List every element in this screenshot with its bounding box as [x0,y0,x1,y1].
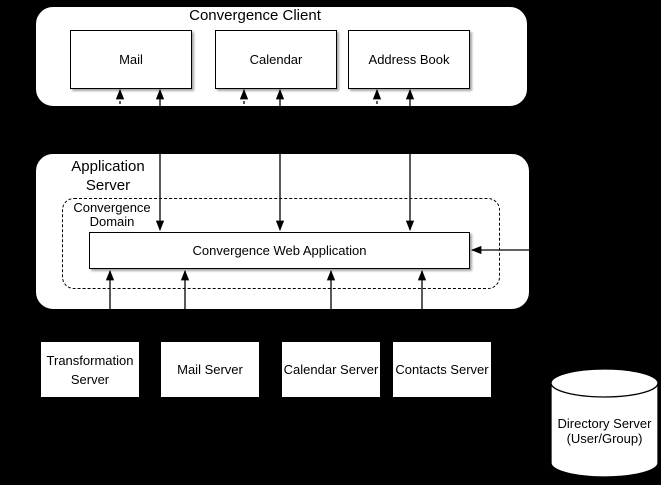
transformation-server-node: Transformation Server [40,341,140,398]
cylinder-top [550,368,659,398]
mail-node: Mail [70,30,192,89]
calendar-server-node: Calendar Server [281,341,381,398]
calendar-node: Calendar [215,30,337,89]
convergence-client-title: Convergence Client [189,7,321,24]
application-server-title: Application Server [71,158,145,194]
web-application-node: Convergence Web Application [89,232,470,269]
address-book-node: Address Book [348,30,470,89]
directory-server-label: Directory Server (User/Group) [557,416,652,446]
mail-server-node: Mail Server [160,341,260,398]
convergence-domain-label: Convergence Domain [73,200,151,229]
contacts-server-node: Contacts Server [392,341,492,398]
directory-server-cylinder [550,368,659,478]
cylinder-body [550,383,659,478]
